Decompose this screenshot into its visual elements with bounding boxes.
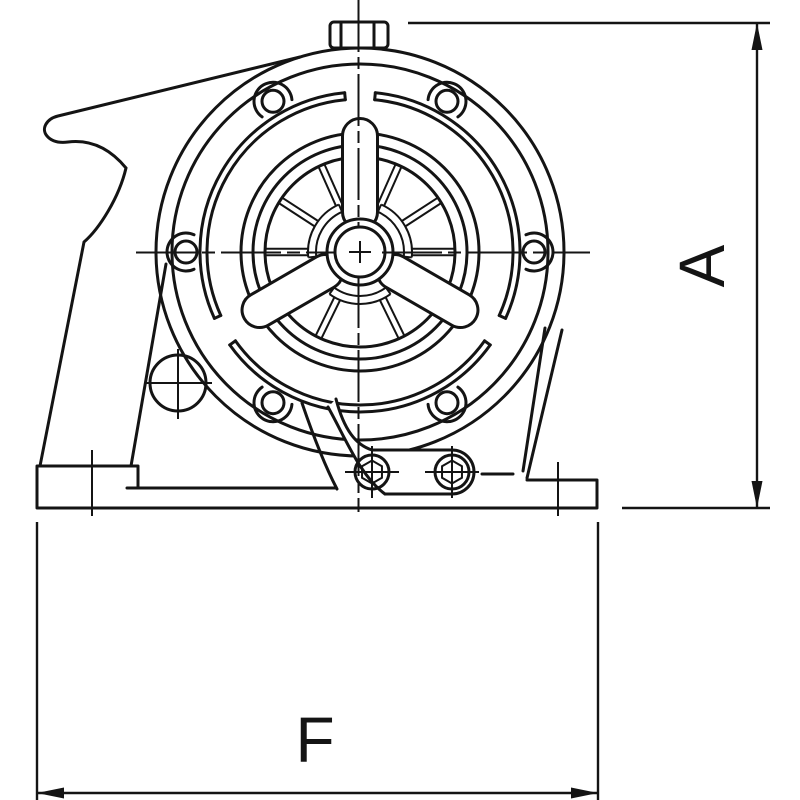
handwheel-spoke (319, 299, 341, 341)
arrowhead-up-icon (751, 23, 763, 50)
flange-ring-inner-arc (373, 98, 515, 317)
flange-bolt-seat-arc (426, 385, 468, 424)
hub-ring-outer-arc (380, 203, 413, 258)
handwheel-handle (240, 253, 345, 329)
flange-ring-notch-edge (497, 313, 508, 320)
handwheel-spoke (379, 299, 401, 341)
hub-ring-inner-arc (315, 210, 343, 257)
handwheel-spoke (377, 162, 398, 204)
flange-ring-outer-arc (228, 343, 492, 414)
handwheel-handle (375, 253, 480, 329)
pedestal-bottom-left-curve (300, 401, 339, 491)
handwheel-spoke (277, 201, 316, 228)
flange-ring-inner-arc (233, 339, 487, 407)
flange-ring-outer-arc (198, 91, 347, 320)
flange-bolt (434, 88, 460, 114)
machine-front-view (35, 0, 599, 516)
link-plate-end (383, 448, 476, 496)
handwheel-spoke (404, 201, 443, 228)
carry-arm-outline (38, 55, 302, 468)
handwheel-spoke (317, 165, 337, 207)
flange-bolt (260, 88, 286, 114)
flange-ring-inner-arc (205, 98, 347, 317)
flange-ring-notch-edge (228, 339, 237, 347)
handwheel-spoke (383, 165, 403, 207)
flange-ring-notch-edge (212, 313, 223, 320)
pedestal-right-inner-edge (521, 326, 547, 473)
flange-ring-outer-arc (373, 91, 522, 320)
handwheel-spoke (384, 296, 406, 338)
flange-ring-notch-edge (343, 91, 347, 102)
hub-ring-inner-arc (333, 286, 387, 297)
flange-ring-notch-edge (483, 339, 492, 347)
flange-bolt (260, 390, 286, 416)
hub-ring-outer-arc (328, 293, 392, 305)
arrowhead-left-icon (37, 787, 64, 799)
base-and-feet (35, 464, 599, 510)
handwheel-spoke (280, 196, 319, 222)
handwheel-spoke (401, 196, 440, 222)
dim-label-a: A (666, 244, 738, 287)
pedestal-right-outer-edge (525, 328, 564, 480)
flange-bolt (434, 390, 460, 416)
handwheel-handle (341, 117, 379, 231)
flange-bolt-seat-arc (426, 80, 468, 119)
arrowhead-right-icon (571, 787, 598, 799)
handwheel-spoke (322, 162, 343, 204)
hub-ring-inner-arc (377, 210, 405, 257)
dim-label-f: F (295, 704, 334, 776)
handwheel-spoke (314, 296, 336, 338)
flange-ring-notch-edge (373, 91, 377, 102)
flange-bolt-seat-arc (252, 80, 294, 119)
dimension-annotations: A F (35, 21, 770, 800)
arrowhead-down-icon (751, 481, 763, 508)
flange-bolt-seat-arc (252, 385, 294, 424)
pedestal-left-inner-edge (129, 262, 168, 468)
hub-ring-outer-arc (307, 203, 340, 258)
